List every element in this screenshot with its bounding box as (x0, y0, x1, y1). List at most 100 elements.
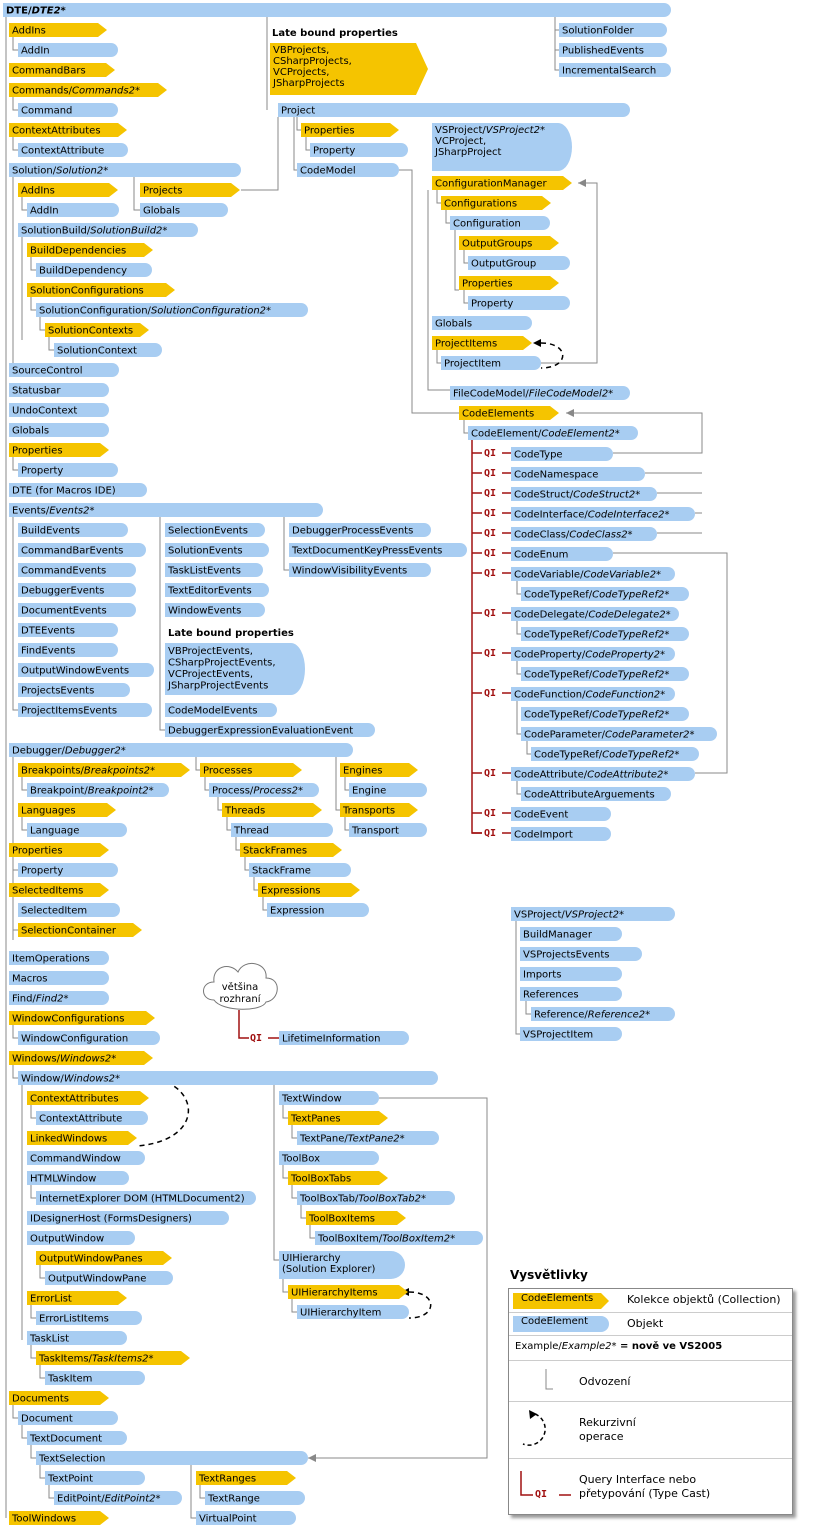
texteditorevents-node (165, 583, 269, 597)
codefunction-label: CodeFunction/CodeFunction2* (514, 690, 665, 701)
arrowhead-icon (578, 179, 586, 187)
late-events-label: JSharpProjectEvents (167, 681, 268, 692)
events-label: Events/Events2* (12, 506, 94, 517)
connector-line (463, 290, 468, 304)
legend-qi-sample: QI (535, 1489, 548, 1500)
commands-label: Commands/Commands2* (12, 86, 140, 97)
uihierarchy-node (279, 1251, 405, 1279)
findevents-label: FindEvents (21, 646, 75, 657)
breakpoint-node (27, 783, 169, 797)
codeelement-label: CodeElement/CodeElement2* (471, 429, 620, 440)
vsproject-box-node (432, 123, 572, 171)
codestruct-node (511, 487, 657, 501)
errorlist-label: ErrorList (30, 1294, 72, 1305)
connector-line (30, 1445, 36, 1459)
commandbarevents-label: CommandBarEvents (21, 546, 123, 557)
dte-node (3, 3, 671, 17)
windows-label: Windows/Windows2* (12, 1054, 116, 1065)
connector-line (309, 1225, 315, 1239)
connector-line (291, 1125, 297, 1139)
cloud-label: rozhraní (220, 993, 262, 1005)
languages-label: Languages (21, 806, 76, 817)
codeproperty-node (511, 647, 675, 661)
projects-node (140, 183, 240, 197)
textwindow-node (279, 1091, 379, 1105)
late-projects-label: CSharpProjects, (273, 56, 352, 67)
configurationmanager-node (432, 176, 572, 190)
processes-label: Processes (203, 766, 252, 777)
connector-line (30, 257, 36, 271)
vsprojectsevents-label: VSProjectsEvents (523, 950, 609, 961)
vsproject-box-label: VCProject, (435, 136, 486, 147)
connector-line (12, 457, 18, 471)
buildevents-label: BuildEvents (21, 526, 80, 537)
sol-addins-node (18, 183, 118, 197)
breakpoints-label: Breakpoints/Breakpoints2* (21, 766, 155, 777)
connector-line (427, 190, 450, 391)
dte-macros-label: DTE (for Macros IDE) (12, 486, 116, 497)
qi-label: QI (484, 528, 496, 539)
codemodelevents-label: CodeModelEvents (168, 706, 257, 717)
late-projects-label: VCProjects, (273, 67, 329, 78)
expression-label: Expression (270, 906, 324, 917)
late-events-label: CSharpProjectEvents, (168, 658, 276, 669)
connector-line (344, 777, 349, 791)
debuggerprocessevents-label: DebuggerProcessEvents (292, 526, 413, 537)
vsproject-box-label: VSProject/VSProject2* (435, 125, 545, 136)
connector-line (30, 1345, 36, 1359)
idesignerhost-node (27, 1211, 229, 1225)
properties-node (9, 443, 109, 457)
legend-row-object: CodeElement Objekt (509, 1313, 792, 1336)
addins-label: AddIns (12, 26, 46, 37)
configuration-label: Configuration (453, 219, 521, 230)
textrange-node (205, 1491, 305, 1505)
projectitem-label: ProjectItem (444, 359, 501, 370)
codetype-node (511, 447, 613, 461)
toolwindows-node (9, 1511, 109, 1525)
itemoperations-node (9, 951, 109, 965)
selecteditem-node (18, 903, 120, 917)
contextattributes-node (9, 123, 127, 137)
undocontext-label: UndoContext (12, 406, 77, 417)
connector-line (300, 1205, 306, 1219)
windowconfigurations-node (9, 1011, 155, 1025)
projectsevents-node (18, 683, 130, 697)
connector-line (235, 837, 240, 851)
process-node (209, 783, 319, 797)
process-label: Process/Process2* (212, 786, 303, 797)
references-label: References (523, 990, 579, 1001)
selecteditems-node (9, 883, 109, 897)
undocontext-node (9, 403, 109, 417)
expression-node (267, 903, 369, 917)
solutioncontexts-node (45, 323, 149, 337)
lifetimeinformation-node (279, 1031, 409, 1045)
toolbox-label: ToolBox (281, 1154, 320, 1165)
prj-properties-label: Properties (304, 126, 355, 137)
connector-line (30, 1185, 36, 1199)
toolboxtabs-node (288, 1171, 388, 1185)
ctr4-label: CodeTypeRef/CodeTypeRef2* (524, 710, 669, 721)
processes-node (200, 763, 302, 777)
document-node (18, 1411, 118, 1425)
cloud-shape (203, 963, 278, 1010)
outputwindowpane-label: OutputWindowPane (48, 1274, 146, 1285)
contextattributes-label: ContextAttributes (12, 126, 101, 137)
connector-line (308, 1097, 488, 1459)
codeimport-label: CodeImport (514, 830, 573, 841)
connector-line (159, 517, 165, 731)
connector-line (12, 1025, 18, 1039)
connector-line (293, 117, 297, 171)
selectionevents-node (165, 523, 265, 537)
codedelegate-label: CodeDelegate/CodeDelegate2* (514, 610, 671, 621)
globals-sol-node (140, 203, 228, 217)
iedom-label: InternetExplorer DOM (HTMLDocument2) (39, 1194, 245, 1205)
ctr5-label: CodeTypeRef/CodeTypeRef2* (534, 750, 679, 761)
connector-line (541, 182, 598, 364)
connector-line (516, 661, 521, 675)
connector-line (613, 552, 728, 774)
codeenum-node (511, 547, 613, 561)
connector-line (305, 137, 310, 151)
recursive-arrow-icon (522, 1410, 546, 1446)
codeinterface-node (511, 507, 695, 521)
legend-new-sample: Example/Example2* = nově ve VS2005 (515, 1341, 723, 1352)
